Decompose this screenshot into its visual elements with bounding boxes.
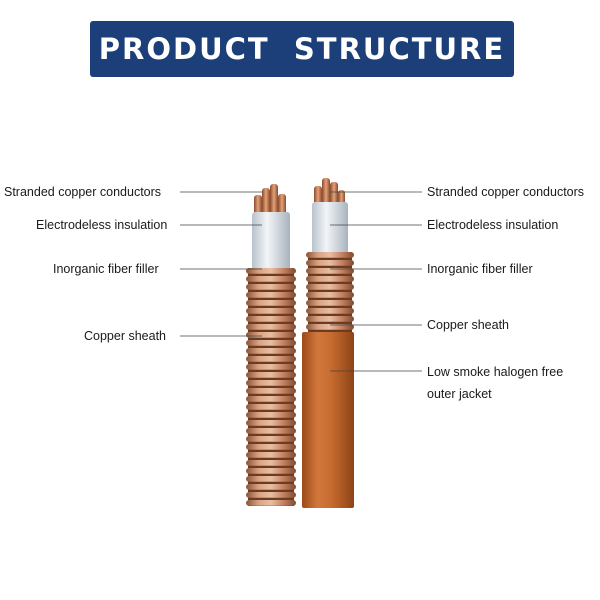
- sheath-ring: [246, 492, 296, 498]
- sheath-ring: [306, 284, 354, 290]
- sheath-ring: [246, 468, 296, 474]
- sheath-ring: [246, 428, 296, 434]
- right-insulation: [312, 202, 348, 256]
- right-label-conductors: Stranded copper conductors: [427, 185, 585, 199]
- right-label-jacket-line1: Low smoke halogen free: [427, 365, 564, 379]
- left-insulation: [252, 212, 290, 270]
- left-copper-sheath: [246, 268, 296, 506]
- sheath-ring: [246, 308, 296, 314]
- sheath-ring: [246, 340, 296, 346]
- sheath-ring: [246, 316, 296, 322]
- sheath-ring: [246, 332, 296, 338]
- sheath-ring: [246, 284, 296, 290]
- left-label-sheath: Copper sheath: [84, 329, 167, 343]
- sheath-ring: [246, 444, 296, 450]
- sheath-ring: [246, 396, 296, 402]
- sheath-ring: [246, 388, 296, 394]
- left-label-conductors: Stranded copper conductors: [4, 185, 162, 199]
- sheath-ring: [246, 476, 296, 482]
- sheath-ring: [246, 420, 296, 426]
- sheath-ring: [246, 348, 296, 354]
- left-label-insulation: Electrodeless insulation: [36, 218, 168, 232]
- left-leader-lines: [180, 191, 262, 337]
- sheath-ring: [306, 300, 354, 306]
- sheath-ring: [246, 484, 296, 490]
- title-banner: PRODUCT STRUCTURE: [90, 21, 514, 77]
- sheath-ring: [306, 260, 354, 266]
- sheath-ring: [246, 380, 296, 386]
- sheath-ring: [246, 412, 296, 418]
- sheath-ring: [246, 460, 296, 466]
- right-outer-jacket: [302, 332, 354, 508]
- sheath-ring: [246, 404, 296, 410]
- right-label-jacket-line2: outer jacket: [427, 387, 492, 401]
- page-title: PRODUCT STRUCTURE: [98, 32, 506, 66]
- sheath-ring: [246, 364, 296, 370]
- sheath-ring: [246, 356, 296, 362]
- sheath-ring: [306, 292, 354, 298]
- right-label-filler: Inorganic fiber filler: [427, 262, 533, 276]
- sheath-ring: [246, 276, 296, 282]
- sheath-ring: [246, 292, 296, 298]
- sheath-ring: [306, 252, 354, 258]
- sheath-ring: [306, 316, 354, 322]
- sheath-ring: [246, 500, 296, 506]
- right-cable: [302, 178, 354, 508]
- sheath-ring: [306, 324, 354, 330]
- sheath-ring: [306, 276, 354, 282]
- right-leader-lines: [330, 191, 422, 372]
- sheath-ring: [306, 308, 354, 314]
- sheath-ring: [246, 268, 296, 274]
- sheath-ring: [246, 436, 296, 442]
- right-label-sheath: Copper sheath: [427, 318, 510, 332]
- sheath-ring: [246, 372, 296, 378]
- left-label-filler: Inorganic fiber filler: [53, 262, 159, 276]
- right-label-insulation: Electrodeless insulation: [427, 218, 559, 232]
- sheath-ring: [306, 268, 354, 274]
- sheath-ring: [246, 300, 296, 306]
- left-cable: [246, 184, 296, 506]
- sheath-ring: [246, 452, 296, 458]
- sheath-ring: [246, 324, 296, 330]
